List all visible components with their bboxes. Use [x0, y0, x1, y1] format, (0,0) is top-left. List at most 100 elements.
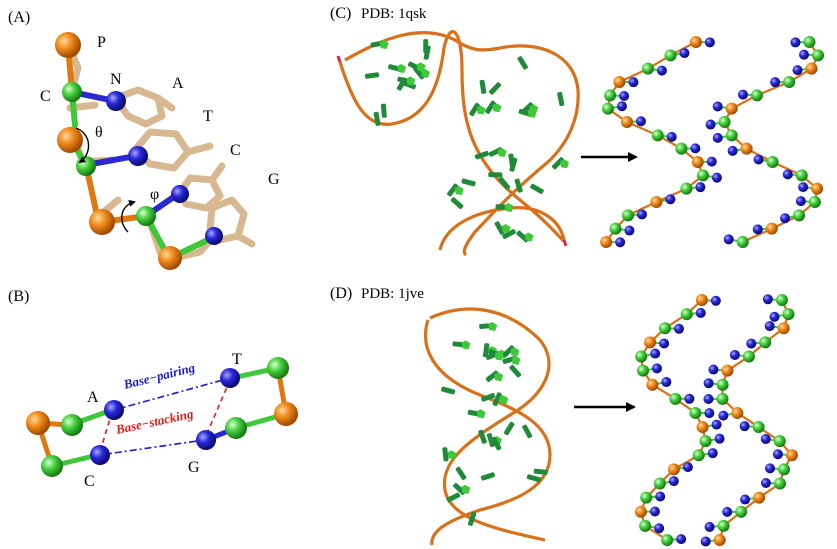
base-block: [488, 172, 503, 178]
phosphate-atom: [158, 246, 182, 270]
carbon-bead: [793, 209, 806, 222]
phosphate-bead: [785, 449, 798, 462]
carbon-bead: [653, 477, 666, 490]
panel-c-label: (C): [330, 5, 351, 22]
base-block: [467, 511, 477, 526]
phosphate-bead: [667, 463, 680, 476]
base-block: [498, 177, 511, 190]
nitrogen-bead: [695, 182, 706, 193]
backbone-ribbon: [423, 319, 552, 546]
base-label-g: G: [268, 171, 280, 188]
base-block: [494, 221, 505, 235]
base-block: [509, 157, 518, 172]
sugar-ring: [497, 147, 507, 157]
panel-b-atoms: [26, 357, 298, 477]
phosphate-atom: [55, 32, 81, 58]
sugar-ring: [476, 105, 486, 115]
carbon-bead: [783, 76, 796, 88]
nitrogen-bead: [795, 196, 806, 207]
nitrogen-bead: [790, 37, 801, 48]
nitrogen-bead: [704, 408, 715, 419]
sugar-ring: [454, 186, 464, 196]
carbon-bead: [736, 236, 749, 248]
nitrogen-bead: [649, 506, 660, 517]
nitrogen-bead: [705, 119, 716, 130]
sugar-ring: [510, 347, 520, 357]
base-label-a: A: [87, 389, 99, 406]
atom-label-n: N: [110, 71, 122, 88]
panel-b: (B) A: [8, 288, 298, 490]
nitrogen-atom: [220, 368, 240, 388]
carbon-bead: [773, 477, 786, 490]
sugar-ring: [494, 372, 504, 382]
base-block: [502, 345, 515, 358]
nitrogen-bead: [676, 534, 687, 545]
carbon-bead: [766, 156, 779, 168]
carbon-bead: [735, 505, 748, 518]
nitrogen-atom: [90, 445, 110, 465]
nitrogen-bead: [760, 434, 771, 445]
nitrogen-bead: [636, 209, 647, 220]
sugar-ring: [476, 409, 486, 419]
phosphate-bead: [650, 196, 663, 208]
carbon-bead: [750, 89, 763, 102]
nitrogen-bead: [712, 132, 723, 143]
carbon-bead: [636, 364, 649, 377]
nitrogen-bead: [619, 90, 630, 101]
nitrogen-bead: [760, 478, 771, 489]
nitrogen-bead: [746, 338, 757, 349]
nitrogen-bead: [665, 194, 676, 205]
base-stacking-line: [99, 411, 113, 453]
sugar-ring: [504, 202, 514, 212]
atom-label-p: P: [97, 34, 106, 51]
nitrogen-bead: [616, 101, 627, 112]
base-block: [557, 91, 565, 107]
backbone-ribbon: [338, 29, 566, 251]
base-pairing-label: Base−pairing: [121, 360, 197, 393]
carbon-atom: [41, 455, 63, 477]
phosphate-bead: [725, 102, 738, 115]
carbon-bead: [658, 322, 671, 335]
panel-d-label: (D): [330, 285, 352, 302]
carbon-bead: [664, 49, 677, 62]
carbon-bead: [639, 519, 652, 532]
nitrogen-bead: [714, 433, 725, 444]
panel-a-atoms: [55, 32, 223, 270]
bead-strand: [605, 41, 705, 243]
nitrogen-bead: [690, 143, 701, 154]
carbon-atom: [76, 156, 96, 176]
nitrogen-bead: [782, 169, 793, 180]
panel-d: (D) PDB: 1jve: [330, 285, 636, 546]
carbon-bead: [752, 421, 765, 434]
backbone-ribbon: [429, 307, 551, 542]
base-block: [502, 229, 516, 239]
phosphate-bead: [721, 364, 734, 377]
base-block: [450, 197, 464, 210]
nitrogen-bead: [740, 494, 751, 505]
bead-strand: [718, 299, 794, 541]
nitrogen-bead: [684, 393, 695, 404]
carbon-bead: [725, 129, 738, 142]
nitrogen-bead: [624, 225, 635, 236]
carbon-bead: [742, 350, 755, 363]
backbone-ribbon: [344, 31, 580, 257]
nitrogen-bead: [753, 154, 764, 165]
nitrogen-bead: [679, 48, 690, 59]
carbon-bead: [680, 308, 693, 321]
base-block: [485, 100, 496, 114]
nitrogen-bead: [706, 156, 717, 167]
nitrogen-bead: [765, 463, 776, 474]
nitrogen-bead: [704, 37, 715, 48]
panel-a: (A): [8, 9, 280, 270]
phosphate-bead: [613, 76, 626, 88]
nitrogen-bead: [769, 311, 780, 322]
theta-angle-label: θ: [95, 124, 103, 141]
nitrogen-bead: [722, 506, 733, 517]
base-block: [503, 421, 515, 436]
base-block: [551, 157, 565, 170]
base-block: [486, 433, 496, 448]
nitrogen-bead: [727, 145, 738, 156]
nitrogen-bead: [798, 182, 809, 193]
nitrogen-bead: [656, 65, 667, 76]
nitrogen-bead: [635, 116, 646, 127]
